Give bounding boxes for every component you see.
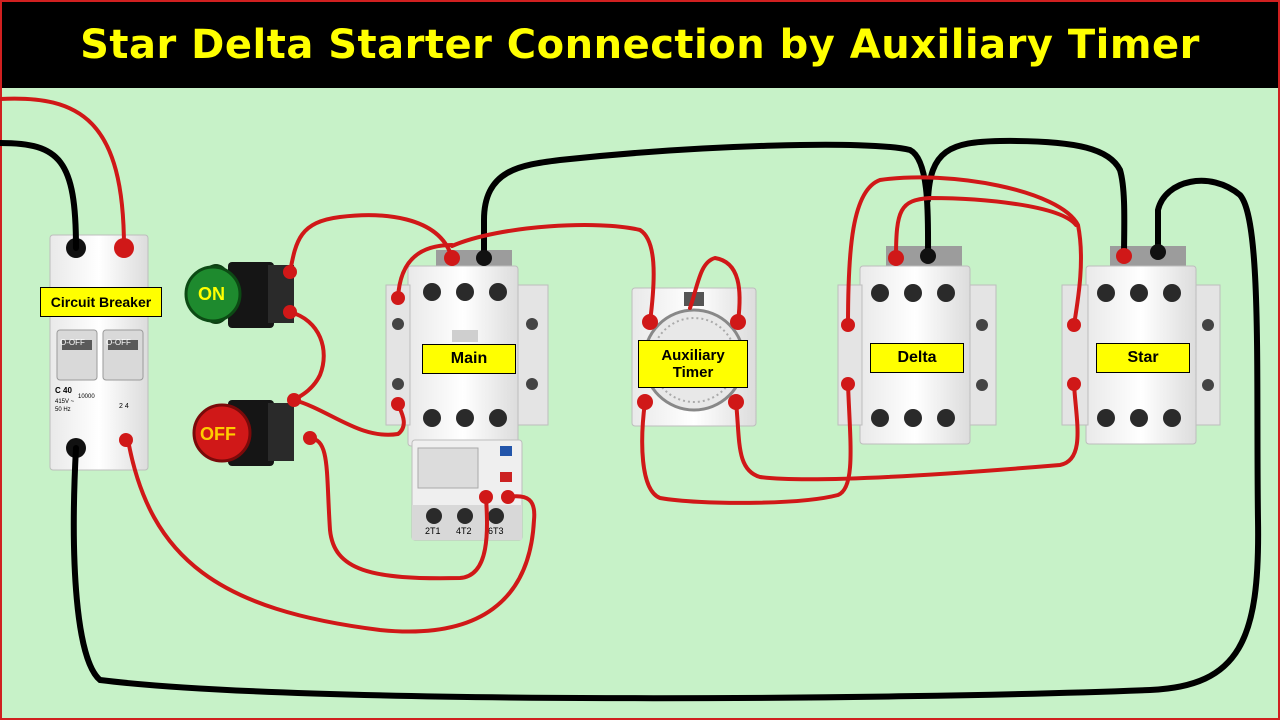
live-breaker-to-overload-wire <box>126 438 537 634</box>
live-delta-to-star-wire <box>846 175 1083 327</box>
star-label: Star <box>1096 343 1190 373</box>
auxiliary-timer-label: Auxiliary Timer <box>638 340 748 388</box>
neutral-delta-to-star-wire <box>925 137 1128 259</box>
breaker-terminals: 2 4 <box>119 403 129 410</box>
main-label: Main <box>422 344 516 374</box>
breaker-freq: 50 Hz <box>55 407 71 413</box>
circuit-breaker[interactable]: O-OFF O-OFF C 40 415V ~ 50 Hz 10000 2 4 <box>49 234 149 471</box>
neutral-incoming-wire <box>0 140 79 251</box>
live-main-to-timer-wire <box>450 223 656 324</box>
page-title: Star Delta Starter Connection by Auxilia… <box>80 22 1200 68</box>
live-off-to-main-aux-wire <box>292 398 406 437</box>
overload-terminal-6t3: 6T3 <box>488 526 504 536</box>
live-delta-top-wire <box>894 195 1078 260</box>
live-off-to-overload-wire <box>308 436 489 581</box>
breaker-rating: C 40 <box>55 386 72 395</box>
live-on-to-main-wire <box>288 213 454 274</box>
breaker-off-label-1: O-OFF <box>60 338 85 347</box>
star-contactor[interactable] <box>1061 246 1221 445</box>
breaker-spec: 415V ~ <box>55 399 75 405</box>
live-terminal-dots <box>283 248 1132 504</box>
off-button-label: OFF <box>200 424 236 444</box>
delta-label: Delta <box>870 343 964 373</box>
breaker-code: 10000 <box>78 394 95 400</box>
live-on-to-off-wire <box>288 310 326 402</box>
overload-relay[interactable]: 2T1 4T2 6T3 <box>411 439 523 541</box>
on-button-label: ON <box>198 284 225 304</box>
circuit-breaker-label: Circuit Breaker <box>40 287 162 317</box>
live-timer-to-delta-wire <box>640 382 853 505</box>
title-bar: Star Delta Starter Connection by Auxilia… <box>2 2 1278 88</box>
live-main-aux-top-wire <box>396 243 454 300</box>
live-timer-to-star-wire <box>734 382 1080 482</box>
live-timer-top-wire <box>688 255 742 324</box>
live-incoming-wire <box>0 96 126 250</box>
off-push-button[interactable] <box>192 400 294 466</box>
neutral-return-wire <box>70 177 1262 702</box>
neutral-terminal-dots <box>476 244 1166 266</box>
overload-terminal-2t1: 2T1 <box>425 526 441 536</box>
breaker-off-label-2: O-OFF <box>106 338 131 347</box>
overload-terminal-4t2: 4T2 <box>456 526 472 536</box>
